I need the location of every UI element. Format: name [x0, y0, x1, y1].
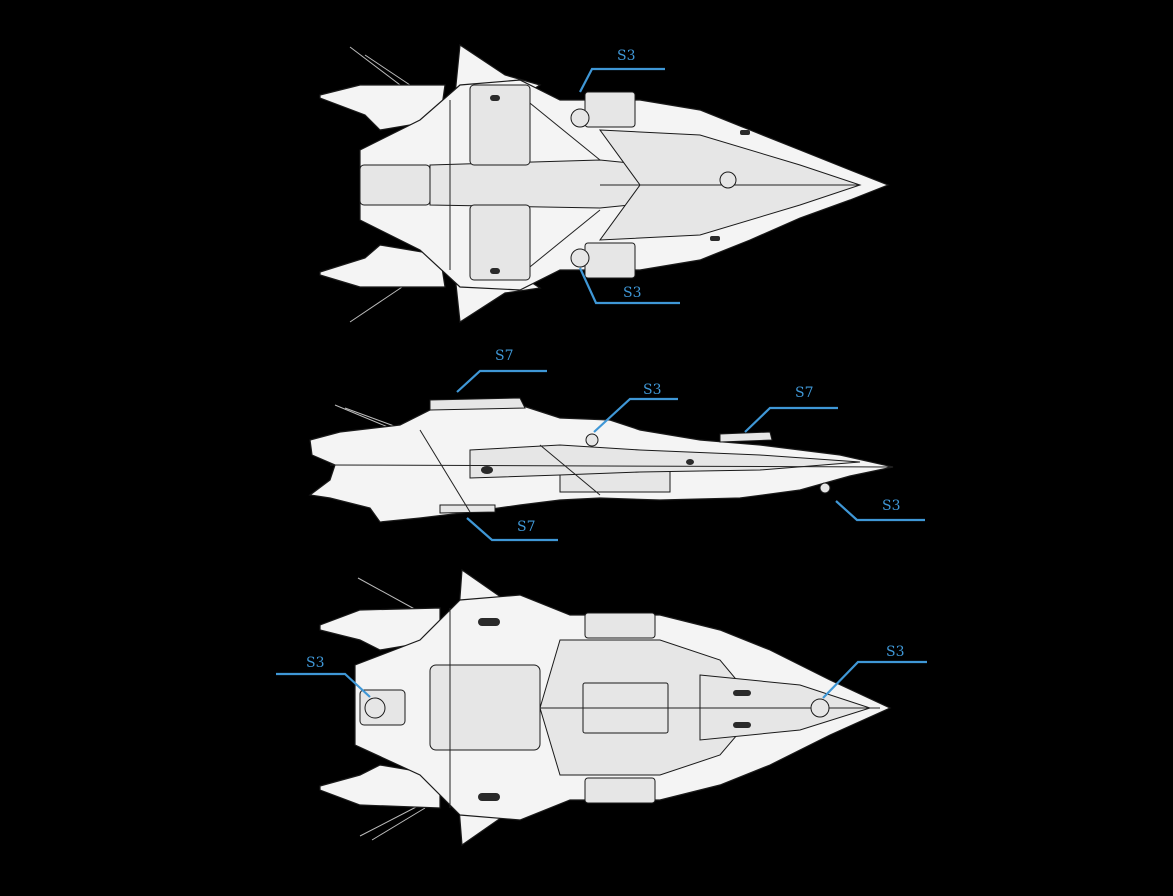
hardpoint-label: S3 — [886, 644, 905, 660]
callout-top-s3-lower: S3 — [578, 267, 680, 305]
hardpoint-label: S7 — [795, 385, 814, 401]
hardpoint-label: S3 — [617, 48, 636, 64]
callout-top-s3-upper: S3 — [579, 48, 665, 93]
top-view-ship — [319, 43, 890, 324]
side-view-ship — [308, 397, 894, 523]
hardpoint-label: S7 — [495, 348, 514, 364]
bottom-view-ship — [319, 568, 892, 847]
hardpoint-label: S3 — [882, 498, 901, 514]
callout-side-s7-lower: S7 — [466, 517, 558, 542]
callout-side-s3-upper: S3 — [593, 382, 678, 433]
callout-side-s3-lower: S3 — [835, 498, 925, 522]
callout-side-s7-upper-rear: S7 — [456, 348, 547, 393]
hardpoint-label: S3 — [306, 655, 325, 671]
hardpoint-label: S3 — [623, 285, 642, 301]
hardpoint-label: S3 — [643, 382, 662, 398]
callout-side-s7-upper-front: S7 — [744, 385, 838, 433]
callout-bottom-s3-front: S3 — [822, 644, 927, 699]
hardpoint-label: S7 — [517, 519, 536, 535]
callout-bottom-s3-rear: S3 — [276, 655, 371, 698]
